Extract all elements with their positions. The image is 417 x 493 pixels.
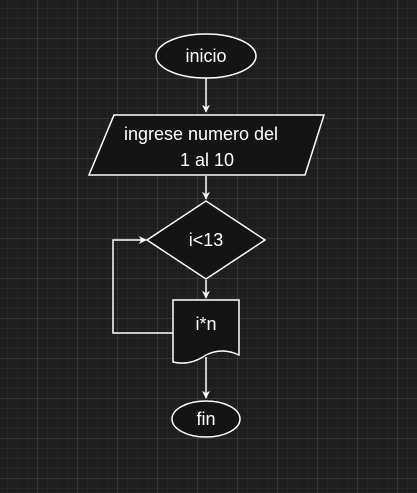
node-decision[interactable]: i<13 <box>145 200 267 280</box>
decision-diamond-shape <box>145 200 267 280</box>
process-label: i*n <box>195 314 216 334</box>
input-data-shape <box>87 114 326 176</box>
input-label-line1: ingrese numero del <box>124 124 278 144</box>
node-process[interactable]: i*n <box>172 299 240 364</box>
node-input[interactable]: ingrese numero del 1 al 10 <box>87 114 326 176</box>
end-terminator-shape <box>171 400 241 438</box>
node-end[interactable]: fin <box>171 400 241 438</box>
input-label-line2: 1 al 10 <box>180 150 234 170</box>
node-start[interactable]: inicio <box>155 33 257 79</box>
start-label: inicio <box>185 46 226 66</box>
start-terminator-shape <box>155 33 257 79</box>
process-document-shape <box>172 299 240 364</box>
decision-label: i<13 <box>189 230 224 250</box>
end-label: fin <box>196 409 215 429</box>
edge-process-loop-to-decision <box>112 236 173 334</box>
